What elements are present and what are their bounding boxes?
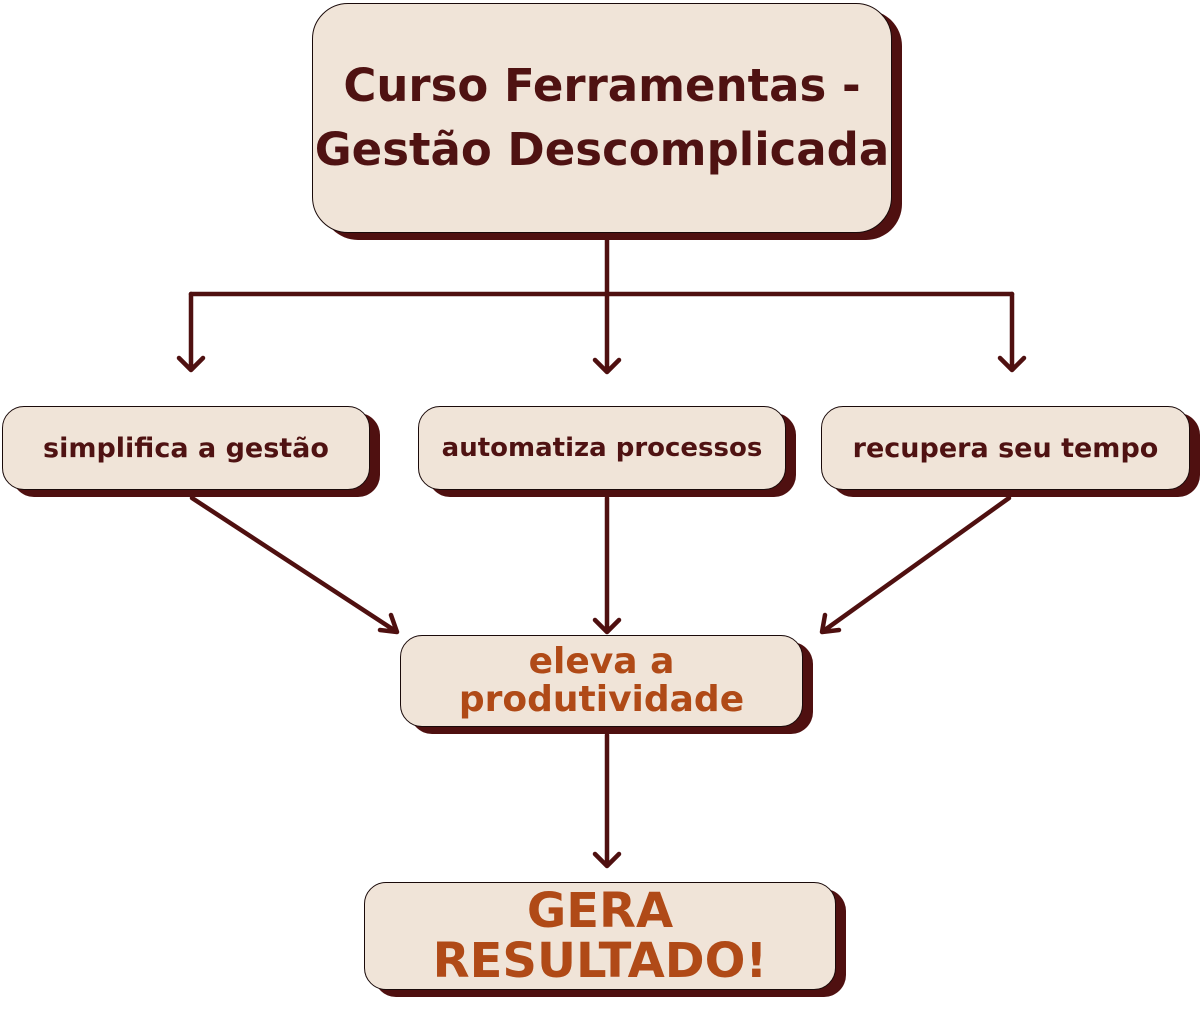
benefit-box-recupera: recupera seu tempo bbox=[821, 406, 1190, 490]
result-line-1: GERA bbox=[526, 883, 674, 939]
benefit-label: simplifica a gestão bbox=[43, 432, 329, 464]
title-box: Curso Ferramentas - Gestão Descomplicada bbox=[312, 3, 892, 233]
arrow-title-to-center bbox=[592, 233, 622, 375]
arrow-eleva-to-resultado bbox=[592, 732, 622, 869]
benefit-label: automatiza processos bbox=[441, 433, 763, 463]
title-line-2: Gestão Descomplicada bbox=[314, 123, 890, 176]
arrow-simplifica-to-eleva bbox=[189, 495, 400, 635]
outcome-line-1: eleva a bbox=[528, 641, 675, 682]
arrow-automatiza-to-eleva bbox=[592, 495, 622, 635]
result-box: GERA RESULTADO! bbox=[364, 882, 836, 990]
arrow-to-recupera bbox=[997, 291, 1027, 373]
benefit-box-automatiza: automatiza processos bbox=[418, 406, 786, 490]
benefit-label: recupera seu tempo bbox=[852, 432, 1159, 464]
arrow-to-simplifica bbox=[176, 291, 206, 373]
result-line-2: RESULTADO! bbox=[432, 933, 768, 989]
outcome-box: eleva a produtividade bbox=[400, 635, 803, 727]
arrow-recupera-to-eleva bbox=[819, 495, 1012, 635]
title-line-1: Curso Ferramentas - bbox=[343, 59, 861, 112]
benefit-box-simplifica: simplifica a gestão bbox=[2, 406, 370, 490]
outcome-line-2: produtividade bbox=[458, 679, 745, 720]
